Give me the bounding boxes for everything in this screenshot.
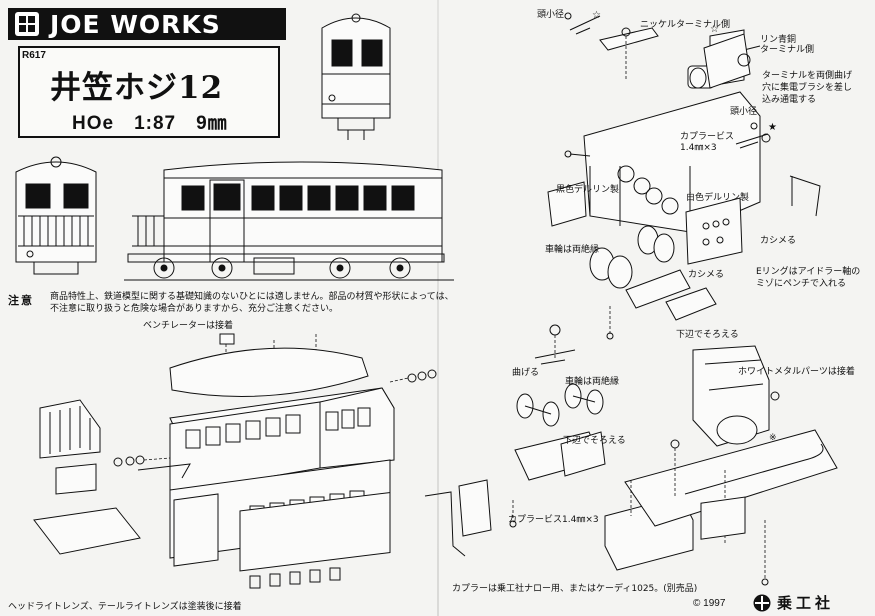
label-align-bottom-2: 下辺でそろえる [563,436,626,446]
label-coupler-screw-2: カプラービス1.4㎜×3 [508,515,599,525]
label-lens-note: ヘッドライトレンズ、テールライトレンズは塗装後に接着 [8,602,242,612]
car-side-view-drawing [124,161,454,281]
label-phosphor-terminal-side: リン青銅 ターミナル側 [760,35,815,55]
motor-truck-exploded-drawing: ※ [424,324,838,586]
label-coupler-note: カプラーは乗工社ナロー用、またはケーディ1025。(別売品) [452,584,698,594]
label-caulk-2: カシメる [688,270,725,280]
page-fold [437,0,439,616]
svg-text:※: ※ [769,433,777,443]
label-head-small-diameter: 頭小径 [537,10,565,20]
svg-text:★: ★ [768,122,777,133]
joeworks-logo-icon [15,12,39,36]
label-wheel-insulated-2: 車輪は両絶縁 [565,377,620,387]
model-name: 井笠ホジ12 [50,70,224,106]
label-nickel-terminal-side: ニッケルターミナル側 [640,20,731,30]
label-white-metal: ホワイトメタルパーツは接着 [738,367,855,377]
screw-detail-drawing: ★ [735,122,777,149]
body-exploded-drawing [33,333,437,589]
caution-heading: 注意 [8,294,34,307]
jokosha-logo-icon [753,594,771,611]
svg-text:☆: ☆ [710,24,719,35]
label-coupler-screw: カプラービス 1.4㎜×3 [680,132,735,153]
title-box: R617 井笠ホジ12 HOe 1:87 9㎜ [18,46,280,138]
label-ventilator: ベンチレーターは接着 [143,321,234,331]
label-head-small-diameter-2: 頭小径 [730,107,758,117]
label-terminal-instruction: ターミナルを両側曲げ 穴に集電ブラシを差し 込み通電する [762,71,853,105]
car-end-view-drawing [321,13,391,140]
label-e-ring: Eリングはアイドラー軸の ミゾにペンチで入れる [756,267,861,289]
copyright-text: © 1997 [693,598,726,609]
label-caulk-1: カシメる [760,236,797,246]
label-wheel-insulated: 車輪は両絶縁 [545,245,600,255]
maker-name: 乗工社 [777,594,835,612]
brand-name: JOE WORKS [50,9,221,39]
svg-text:☆: ☆ [592,10,601,21]
label-bend: 曲げる [512,368,540,378]
caution-text-line-2: 不注意に取り扱うと危険な場合がありますから、充分ご注意ください。 [50,304,339,314]
terminal-detail-drawing: ☆ [689,24,751,89]
car-rear-view-drawing [15,156,97,275]
model-code: R617 [22,50,46,61]
caution-text-line-1: 商品特性上、鉄道模型に関する基礎知識のないひとには適しません。部品の材質や形状に… [50,292,454,302]
label-align-bottom-1: 下辺でそろえる [676,330,739,340]
maker-logo: 乗工社 [753,592,834,613]
model-scale: HOe 1:87 9㎜ [72,113,228,134]
brand-banner: JOE WORKS [8,8,286,40]
label-black-delrin: 黒色デルリン製 [556,185,620,195]
label-white-delrin: 白色デルリン製 [686,193,750,203]
